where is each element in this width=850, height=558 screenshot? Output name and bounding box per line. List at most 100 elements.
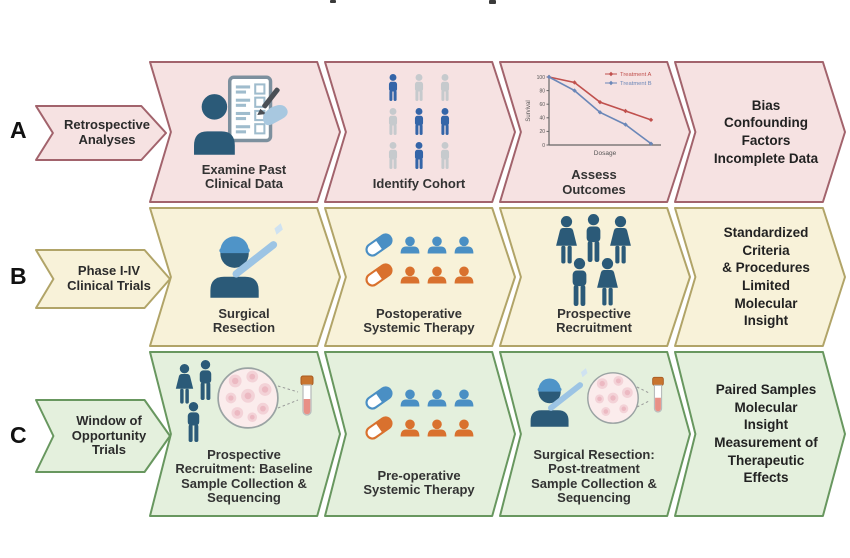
patients-biopsy-tube-icon — [174, 359, 314, 446]
panel-a2-identify-cohort: Identify Cohort — [325, 62, 515, 202]
cohort-grid-icon — [384, 73, 454, 172]
chevron-banner-shape — [36, 400, 170, 472]
patient-bust-icon — [454, 389, 473, 407]
patient-bust-icon — [427, 266, 446, 284]
svg-text:Dosage: Dosage — [594, 150, 617, 157]
svg-text:Treatment B: Treatment B — [620, 81, 652, 87]
male-patient-icon — [586, 214, 601, 263]
panel-a1-examine-past-data: Examine Past Clinical Data — [150, 62, 340, 202]
pills-patients-icon — [364, 386, 475, 441]
panel-b3-prospective-recruitment: Prospective Recruitment — [500, 208, 690, 346]
step-caption: Surgical Resection — [212, 305, 276, 336]
dashed-connector — [636, 386, 650, 408]
row-b-label-arrow: Phase I-IV Clinical Trials — [36, 250, 170, 308]
chevron-panel-shape — [500, 62, 690, 202]
female-patient-icon — [556, 216, 577, 264]
cohort-person-icon — [388, 141, 398, 169]
row-a-letter: A — [10, 117, 27, 143]
panel-c2-preoperative-therapy: Pre-operative Systemic Therapy — [325, 352, 515, 516]
row-a-label: Retrospective Analyses — [64, 117, 150, 147]
patient-bust-icon — [400, 419, 419, 437]
chevron-panel-shape — [675, 208, 845, 346]
male-patient-icon — [572, 258, 587, 307]
patient-bust-icon — [400, 236, 419, 254]
cohort-person-icon — [414, 107, 424, 135]
step-caption: Postoperative Systemic Therapy — [363, 305, 475, 336]
step-caption: Identify Cohort — [372, 176, 466, 192]
male-patient-icon — [187, 401, 200, 442]
surgeon-scalpel-icon — [210, 223, 283, 299]
svg-text:20: 20 — [539, 129, 545, 135]
svg-text:Treatment A: Treatment A — [620, 72, 651, 78]
female-patient-icon — [175, 363, 194, 404]
svg-text:Survival: Survival — [526, 100, 532, 121]
chevron-panel-shape — [150, 208, 340, 346]
patient-group-icon — [554, 214, 634, 307]
step-caption: Prospective Recruitment — [556, 305, 632, 336]
patient-bust-icon — [400, 389, 419, 407]
row-b-letter: B — [10, 263, 27, 289]
patient-bust-icon — [427, 419, 446, 437]
panel-c4-advantages: Paired Samples Molecular Insight Measure… — [675, 352, 845, 516]
pill-icon — [364, 263, 393, 288]
cropped-caption-fragment — [330, 0, 336, 3]
row-c-label-arrow: Window of Opportunity Trials — [36, 400, 170, 472]
cohort-person-icon — [440, 73, 450, 101]
step-caption: Assess Outcomes — [562, 167, 626, 197]
chevron-panel-shape — [150, 352, 340, 516]
cohort-person-icon — [440, 107, 450, 135]
male-patient-icon — [199, 359, 212, 400]
panel-c3-posttreatment-sampling: Surgical Resection: Post-treatment Sampl… — [500, 352, 690, 516]
row-b-label: Phase I-IV Clinical Trials — [67, 263, 151, 293]
female-patient-icon — [610, 216, 631, 264]
tumor-cells-icon — [217, 367, 279, 429]
row-c-label: Window of Opportunity Trials — [71, 412, 147, 458]
patient-bust-icon — [400, 266, 419, 284]
panel-a4-limitations: Bias Confounding Factors Incomplete Data — [675, 62, 845, 202]
blood-tube-icon — [652, 376, 664, 413]
patient-bust-icon — [427, 236, 446, 254]
svg-text:80: 80 — [539, 88, 545, 94]
panel-b4-characteristics: Standardized Criteria & Procedures Limit… — [675, 208, 845, 346]
cohort-person-icon — [388, 107, 398, 135]
pill-icon — [364, 233, 393, 258]
row-a-label-arrow: Retrospective Analyses — [36, 106, 166, 160]
tumor-cells-icon — [587, 371, 639, 424]
chevron-banner-shape — [36, 250, 170, 308]
patient-bust-icon — [454, 236, 473, 254]
cohort-person-icon — [388, 73, 398, 101]
step-caption: Examine Past Clinical Data — [201, 161, 287, 192]
row-b-outcome-text: Standardized Criteria & Procedures Limit… — [722, 225, 810, 329]
cohort-person-icon — [414, 141, 424, 169]
patient-bust-icon — [454, 266, 473, 284]
step-caption: Prospective Recruitment: Baseline Sample… — [175, 446, 313, 506]
row-c-outcome-text: Paired Samples Molecular Insight Measure… — [714, 382, 818, 486]
patient-bust-icon — [427, 389, 446, 407]
pill-icon — [364, 386, 393, 411]
pills-patients-icon — [364, 233, 475, 288]
svg-text:100: 100 — [537, 75, 546, 81]
cropped-caption-fragment — [489, 0, 496, 4]
patient-bust-icon — [454, 419, 473, 437]
chevron-panel-shape — [675, 352, 845, 516]
chevron-panel-shape — [675, 62, 845, 202]
chevron-panel-shape — [500, 208, 690, 346]
cohort-person-icon — [440, 141, 450, 169]
panel-b1-surgical-resection: Surgical Resection — [150, 208, 340, 346]
step-caption: Surgical Resection: Post-treatment Sampl… — [531, 446, 657, 506]
svg-text:40: 40 — [539, 116, 545, 122]
panel-c1-baseline-sampling: Prospective Recruitment: Baseline Sample… — [150, 352, 340, 516]
cohort-person-icon — [414, 73, 424, 101]
row-a-outcome-text: Bias Confounding Factors Incomplete Data — [713, 97, 819, 166]
row-c-letter: C — [10, 422, 27, 448]
surgeon-scalpel-icon — [530, 368, 588, 427]
svg-text:60: 60 — [539, 102, 545, 108]
blood-tube-icon — [300, 375, 314, 416]
svg-text:0: 0 — [542, 143, 545, 149]
female-patient-icon — [597, 258, 618, 306]
step-caption: Pre-operative Systemic Therapy — [363, 467, 475, 498]
pill-icon — [364, 416, 393, 441]
